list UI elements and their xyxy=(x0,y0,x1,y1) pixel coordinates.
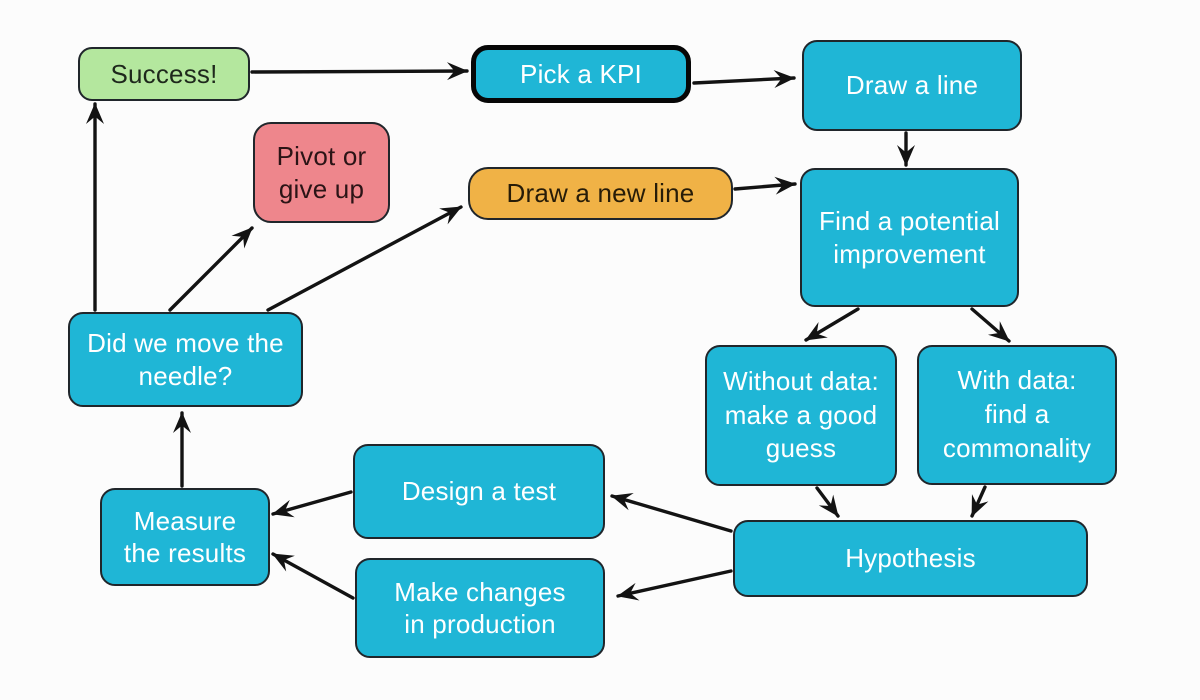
node-with-data-commonality: With data: find a commonality xyxy=(917,345,1117,485)
node-measure-the-results: Measure the results xyxy=(100,488,270,586)
node-make-changes-in-production: Make changes in production xyxy=(355,558,605,658)
arrow-find-potential-to-with-data xyxy=(970,307,1011,343)
node-hypothesis: Hypothesis xyxy=(733,520,1088,597)
node-without-data-guess: Without data: make a good guess xyxy=(705,345,897,486)
arrow-hypothesis-to-make-changes xyxy=(616,569,733,601)
arrow-draw-new-line-to-find-potential xyxy=(733,176,797,195)
node-pick-kpi: Pick a KPI xyxy=(471,45,691,103)
arrow-did-we-move-to-draw-new-line xyxy=(266,205,463,312)
arrow-did-we-move-to-pivot xyxy=(168,226,254,312)
arrow-find-potential-to-without-data xyxy=(804,307,860,342)
arrow-with-data-to-hypothesis xyxy=(970,485,989,518)
node-pivot-or-give-up: Pivot or give up xyxy=(253,122,390,223)
node-did-we-move-the-needle: Did we move the needle? xyxy=(68,312,303,407)
arrow-hypothesis-to-design-test xyxy=(610,493,733,533)
node-success: Success! xyxy=(78,47,250,101)
node-draw-line: Draw a line xyxy=(802,40,1022,131)
arrow-make-changes-to-measure xyxy=(271,552,355,600)
arrow-pick-kpi-to-draw-line xyxy=(692,70,796,88)
arrow-design-test-to-measure xyxy=(271,490,353,518)
arrow-success-to-pick-kpi xyxy=(250,62,469,81)
node-find-potential-improvement: Find a potential improvement xyxy=(800,168,1019,307)
node-design-a-test: Design a test xyxy=(353,444,605,539)
arrow-without-data-to-hypothesis xyxy=(815,486,840,518)
node-draw-new-line: Draw a new line xyxy=(468,167,733,220)
